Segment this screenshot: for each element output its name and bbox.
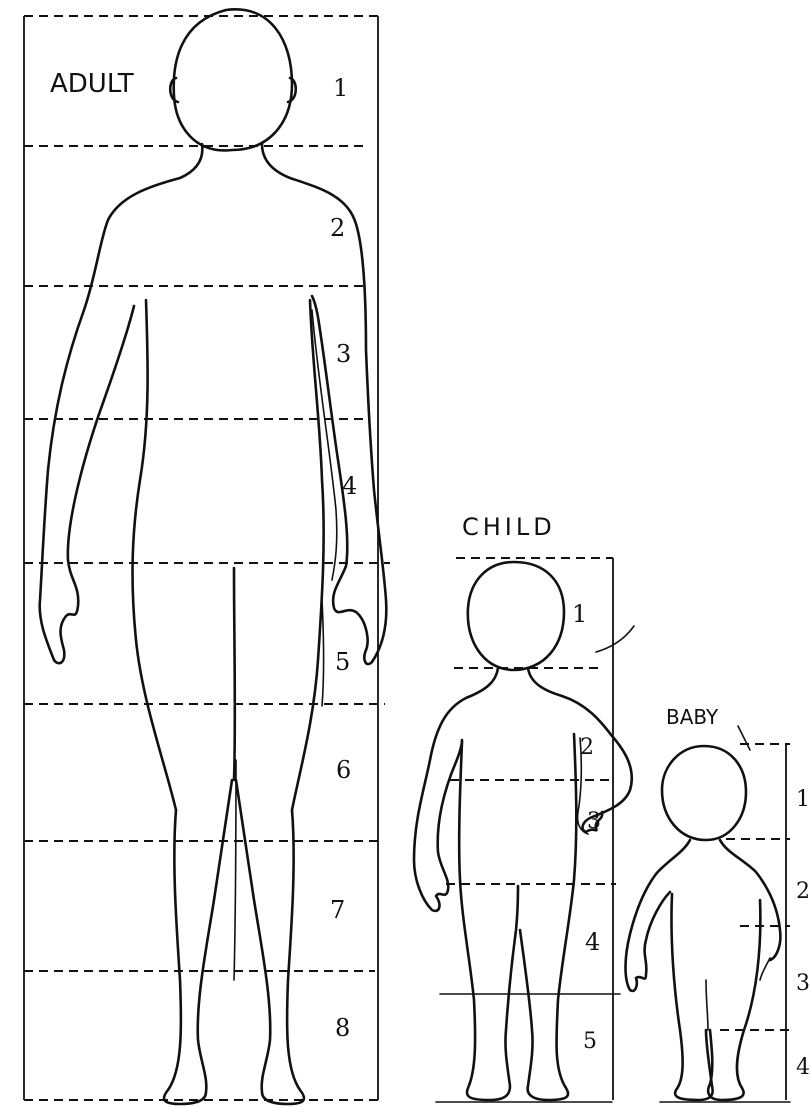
- child-label: CHILD: [462, 513, 556, 541]
- baby-unit-2: 2: [796, 879, 810, 904]
- baby-head-unit-labels: 1 2 3 4: [796, 787, 810, 1080]
- baby-figure-group: BABY 1 2 3 4: [626, 705, 810, 1102]
- adult-label: ADULT: [50, 69, 134, 99]
- adult-unit-6: 6: [336, 756, 351, 784]
- baby-silhouette: [626, 746, 781, 1100]
- adult-unit-2: 2: [330, 214, 345, 242]
- child-unit-3: 3: [587, 809, 601, 834]
- adult-figure-group: ADULT 1 2 3 4 5 6 7 8: [24, 9, 390, 1104]
- baby-pointer-mark: [738, 726, 750, 750]
- child-unit-4: 4: [585, 928, 600, 956]
- baby-label: BABY: [666, 705, 719, 729]
- child-unit-5: 5: [583, 1029, 597, 1054]
- child-unit-1: 1: [572, 600, 587, 628]
- baby-unit-3: 3: [796, 971, 810, 996]
- child-pointer-mark: [596, 626, 634, 652]
- adult-unit-5: 5: [335, 648, 350, 676]
- adult-silhouette: [40, 9, 387, 1104]
- adult-unit-8: 8: [335, 1014, 350, 1042]
- child-unit-2: 2: [580, 735, 594, 760]
- baby-unit-4: 4: [796, 1055, 810, 1080]
- baby-division-lines: [660, 744, 790, 1102]
- adult-unit-4: 4: [342, 472, 357, 500]
- child-figure-group: CHILD 1 2 3 4 5: [414, 513, 634, 1102]
- adult-unit-3: 3: [336, 340, 351, 368]
- adult-unit-7: 7: [330, 896, 345, 924]
- baby-unit-1: 1: [796, 787, 810, 812]
- adult-unit-1: 1: [333, 74, 348, 102]
